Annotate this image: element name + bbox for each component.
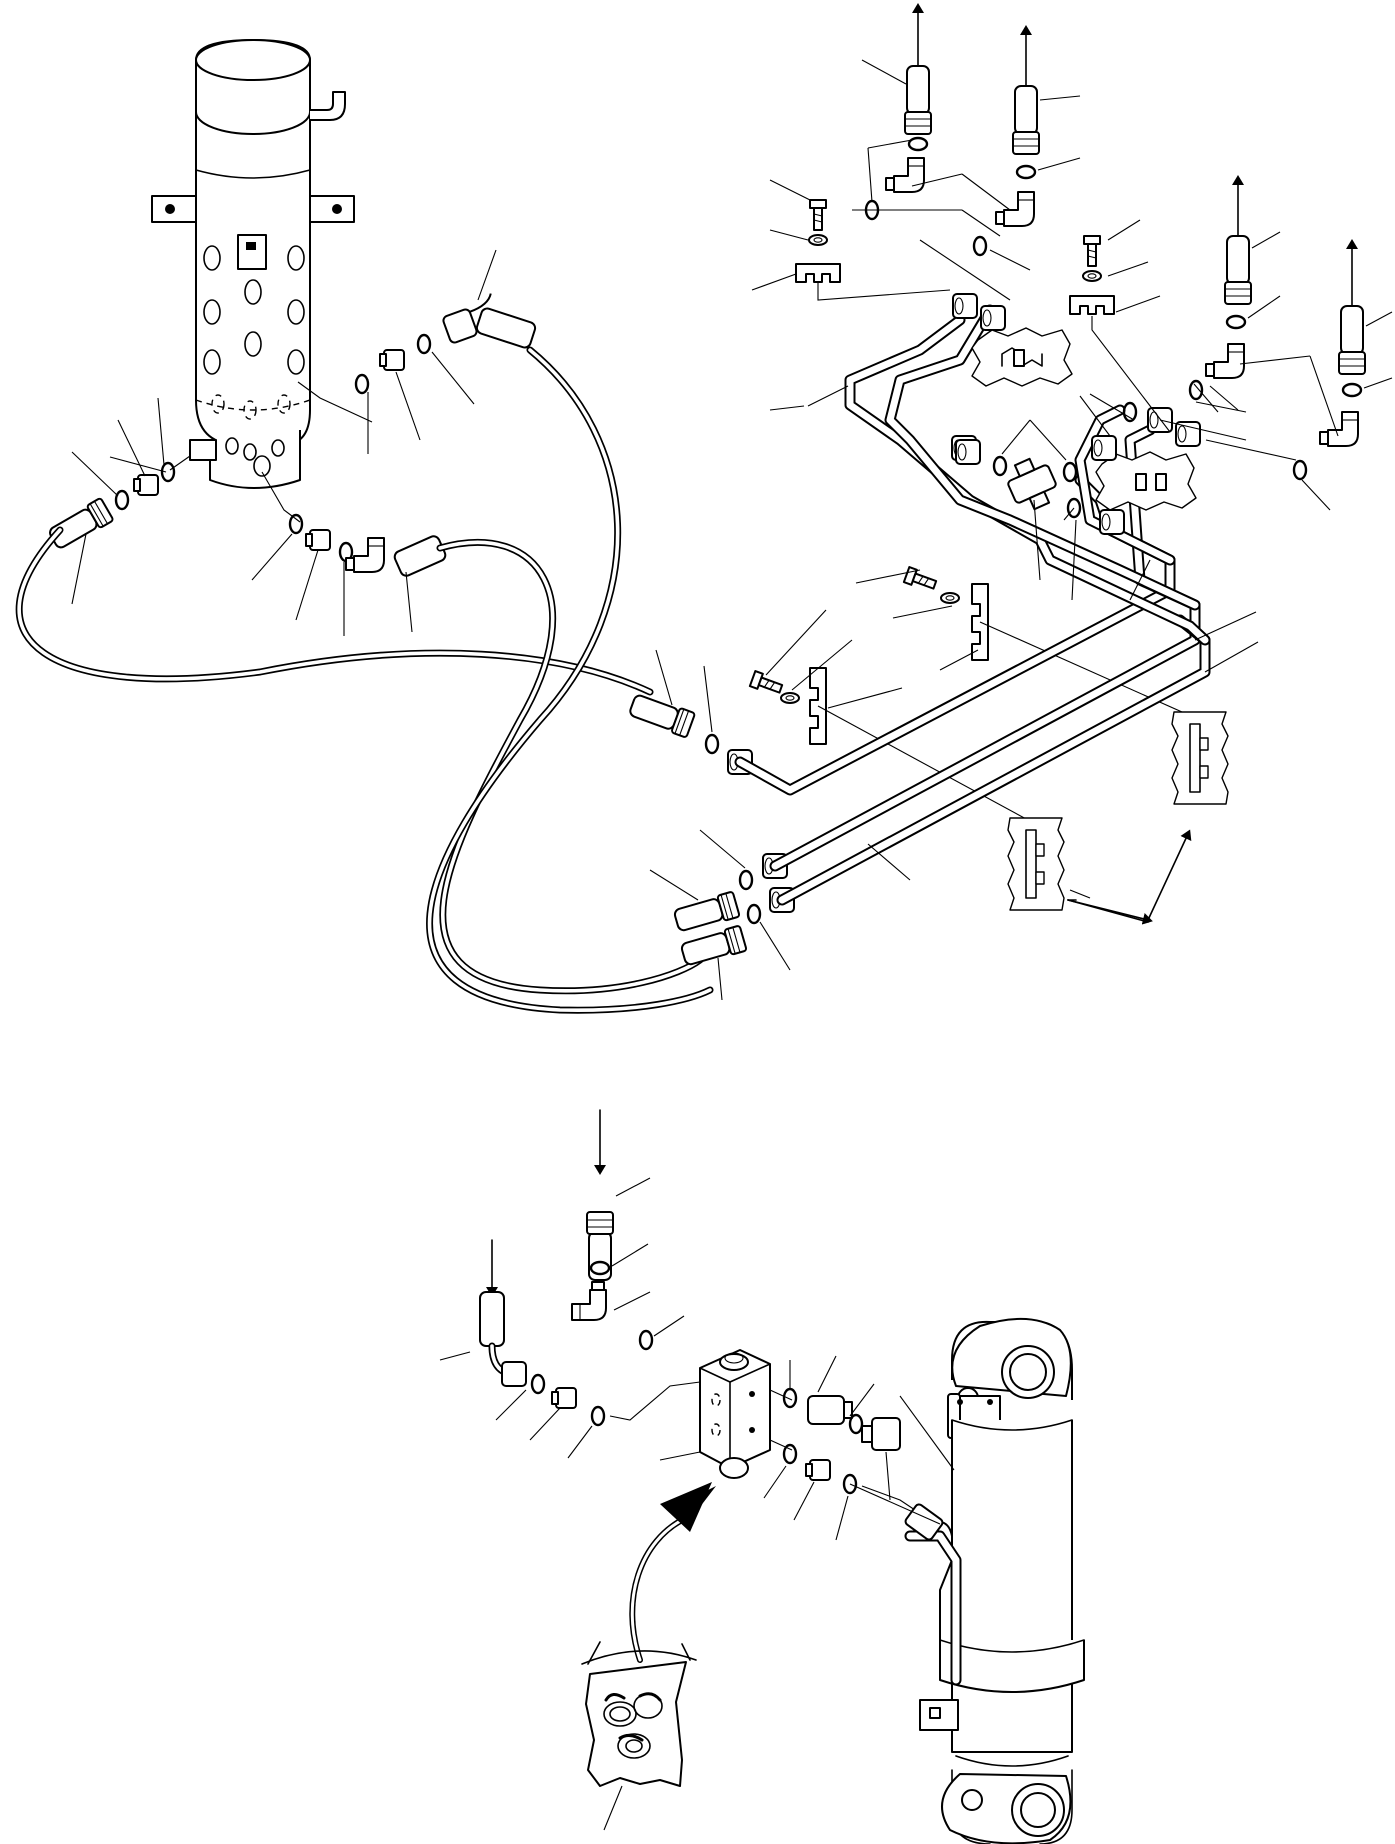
hydraulic-cylinder [849,1317,1085,1844]
top-right-fittings [1089,175,1393,511]
left-hose-fittings [15,249,714,1014]
top-center-fittings [751,3,1171,433]
swivel-joint [151,39,355,489]
center-fittings [626,566,1201,1001]
lower-valve-assembly [439,1109,931,1831]
steel-tubes [734,293,1259,925]
tee-fittings [955,395,1117,601]
